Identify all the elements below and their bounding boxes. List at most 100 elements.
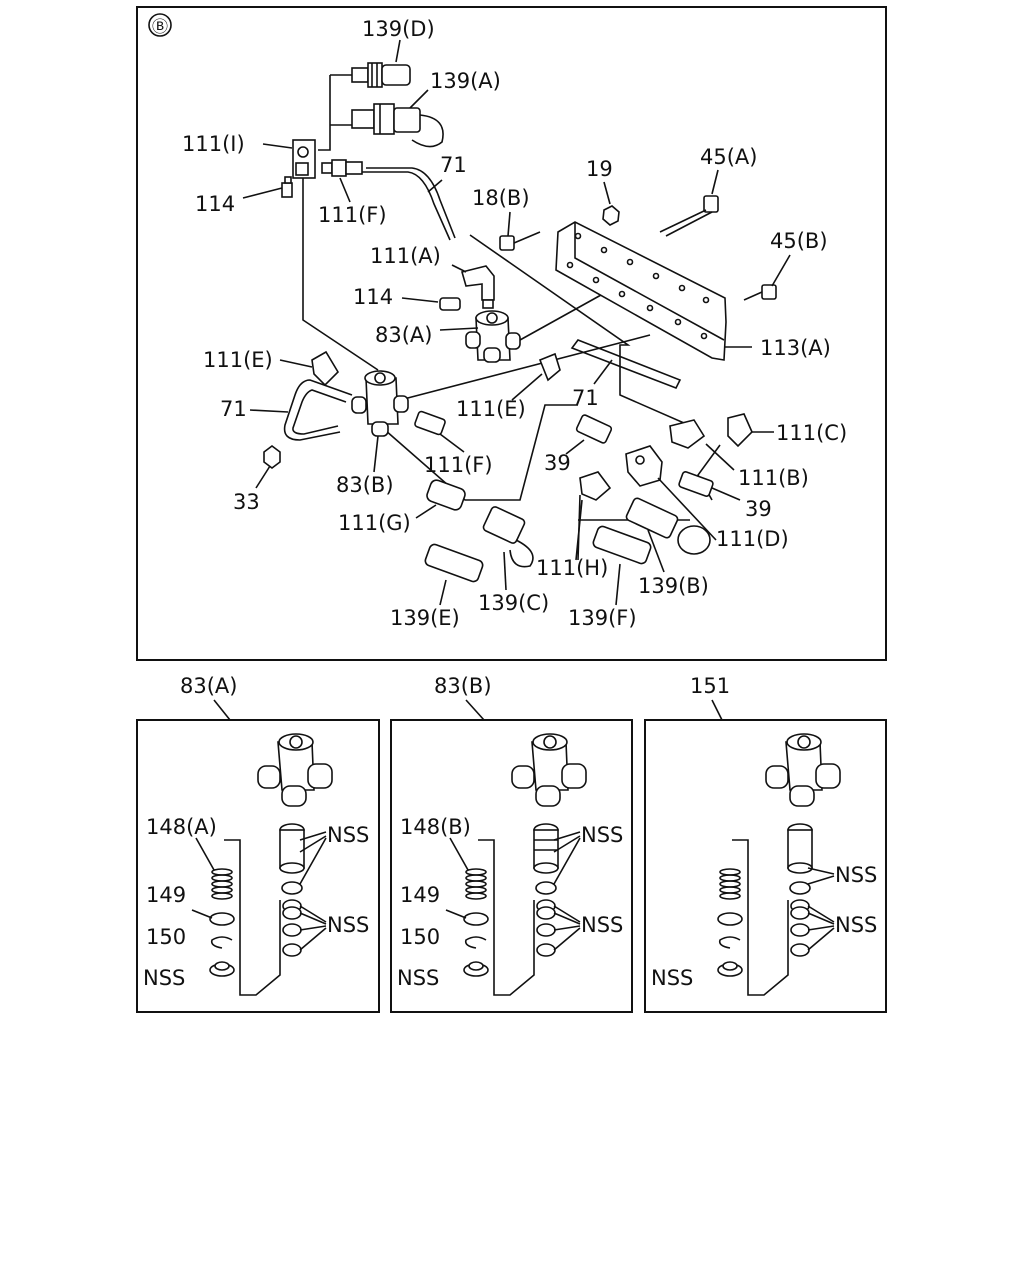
label-111F-upper: 111(F) [318,203,387,227]
valve-body [511,733,587,807]
label-39-a: 39 [544,451,571,475]
label-nss-2: NSS [581,913,623,937]
label-nss-2: NSS [835,913,877,937]
part-111H-fitting [579,471,612,501]
guide-line-111I [302,160,379,371]
guide-line-bracket [469,234,701,431]
label-18B: 18(B) [472,186,530,210]
part-114-bleeder-upper [281,176,293,198]
part-113A-bracket [555,221,727,361]
part-111F-fitting-upper [321,159,363,177]
label-139C: 139(C) [478,591,549,615]
label-45A: 45(A) [700,145,757,169]
part-111F-fitting-lower [414,410,446,436]
label-33: 33 [233,490,260,514]
part-111I-block [292,139,316,179]
label-washer: 149 [146,883,186,907]
bracket-lines-139 [318,74,352,151]
valve-body [257,733,333,807]
assembly-bracket [224,839,281,996]
spring [465,868,487,900]
label-spring: 148(B) [400,815,471,839]
label-71-upper: 71 [440,153,467,177]
label-nss-1: NSS [835,863,877,887]
assembly-bracket [732,839,789,996]
washer-icon [463,912,489,926]
label-139B: 139(B) [638,574,709,598]
part-111E-fitting-middle [538,352,561,382]
label-139E: 139(E) [390,606,460,630]
label-spring: 148(A) [146,815,217,839]
sub-panel-title: 83(A) [180,674,237,698]
hose-71-middle [570,339,682,390]
plunger [279,823,305,895]
hose-71-left-b [292,389,347,435]
snap-ring-icon [464,936,487,949]
label-washer: 149 [400,883,440,907]
section-marker: Ⓑ [148,13,172,37]
snap-ring-icon [718,936,741,949]
part-111D-block [625,445,663,487]
label-ring: 150 [400,925,440,949]
label-111F-lower: 111(F) [424,453,493,477]
label-111A: 111(A) [370,244,441,268]
nss-leaders-2 [807,905,835,951]
cap [717,961,743,977]
label-ring: 150 [146,925,186,949]
sub-panel-151: 151 [644,674,887,1013]
hose-71-left [283,379,353,441]
plunger [533,823,559,895]
part-111A-elbow [461,265,495,309]
label-111E-left: 111(E) [203,348,273,372]
label-39-b: 39 [745,497,772,521]
label-114-upper: 114 [195,192,235,216]
part-111C-elbow [727,413,753,448]
o-rings [790,899,810,957]
sub-panel-title: 83(B) [434,674,492,698]
washer-icon [209,912,235,926]
label-111E-middle: 111(E) [456,397,526,421]
washer-icon [717,912,743,926]
label-111C: 111(C) [776,421,847,445]
part-139B-pressure-switch [625,497,711,555]
nss-leaders-1 [807,867,835,885]
label-111H: 111(H) [536,556,608,580]
label-139A: 139(A) [430,69,501,93]
valve-body [765,733,841,807]
label-71-middle: 71 [572,386,599,410]
label-139F: 139(F) [568,606,637,630]
hose-71-upper-b [362,171,451,241]
guide-line-83B [399,334,651,401]
part-18B-bolt [499,231,541,251]
part-83B-valve [351,370,409,437]
guide-line-83A [519,289,611,341]
part-45B-bolt [743,284,777,301]
nss-leaders-1 [553,831,581,885]
sub-panel-83A: 83(A) [136,674,380,1013]
nss-leaders-1 [299,831,327,885]
label-113A: 113(A) [760,336,831,360]
cap [463,961,489,977]
spring [719,868,741,900]
hose-71-upper [366,167,456,239]
sub-panel-83B: 83(B) [390,674,633,1013]
part-139E-pressure-switch [424,543,484,583]
spring [211,868,233,900]
main-panel-frame [136,6,887,661]
label-cap: NSS [143,966,185,990]
part-83A-valve [465,310,521,363]
part-139F-pressure-switch [592,525,652,565]
label-111B: 111(B) [738,466,809,490]
label-114-lower: 114 [353,285,393,309]
part-139C-pressure-switch [482,506,534,568]
part-111E-fitting-left [311,350,340,387]
part-39-fitting-a [575,414,613,444]
label-111D: 111(D) [716,527,789,551]
part-139A-pressure-switch [351,103,444,148]
o-rings [536,899,556,957]
label-71-left: 71 [220,397,247,421]
label-45B: 45(B) [770,229,828,253]
label-19: 19 [586,157,613,181]
label-nss-1: NSS [327,823,369,847]
part-139D-pressure-switch [351,62,411,88]
